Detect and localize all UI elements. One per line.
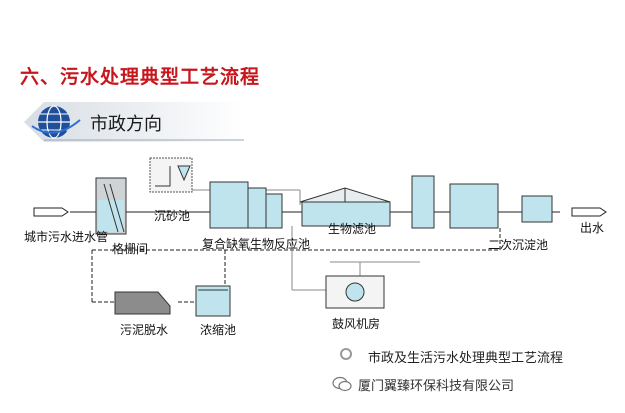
inflow-arrow (33, 207, 69, 217)
footer-company: 厦门翼臻环保科技有限公司 (358, 379, 515, 394)
page-title: 六、污水处理典型工艺流程 (20, 66, 261, 88)
screen-label: 格栅间 (112, 241, 148, 256)
grit-label: 沉砂池 (154, 209, 190, 223)
outflow-arrow (571, 207, 607, 217)
sludge-units (114, 285, 231, 317)
outflow-label: 出水 (580, 221, 604, 235)
secondary-clarifier (411, 175, 553, 229)
badge (24, 102, 244, 142)
thickener-label: 浓缩池 (200, 322, 236, 337)
globe-icon (31, 105, 81, 139)
screen-chamber (95, 177, 127, 235)
blower-label: 鼓风机房 (332, 316, 380, 331)
diagram-caption: 市政及生活污水处理典型工艺流程 (368, 351, 564, 366)
dewater-label: 污泥脱水 (120, 322, 168, 337)
badge-text: 市政方向 (90, 114, 162, 135)
inflow-label: 城市污水进水管 (24, 229, 108, 244)
reactor (209, 181, 283, 229)
grit-chamber (149, 157, 193, 193)
biofilter-label: 生物滤池 (328, 222, 376, 236)
biofilter (299, 187, 391, 227)
blower-room (325, 275, 385, 309)
clarifier-label: 二次沉淀池 (488, 238, 548, 252)
wechat-icon (332, 376, 352, 392)
reactor-label: 复合缺氧生物反应池 (202, 236, 310, 251)
circle-icon (340, 348, 352, 360)
